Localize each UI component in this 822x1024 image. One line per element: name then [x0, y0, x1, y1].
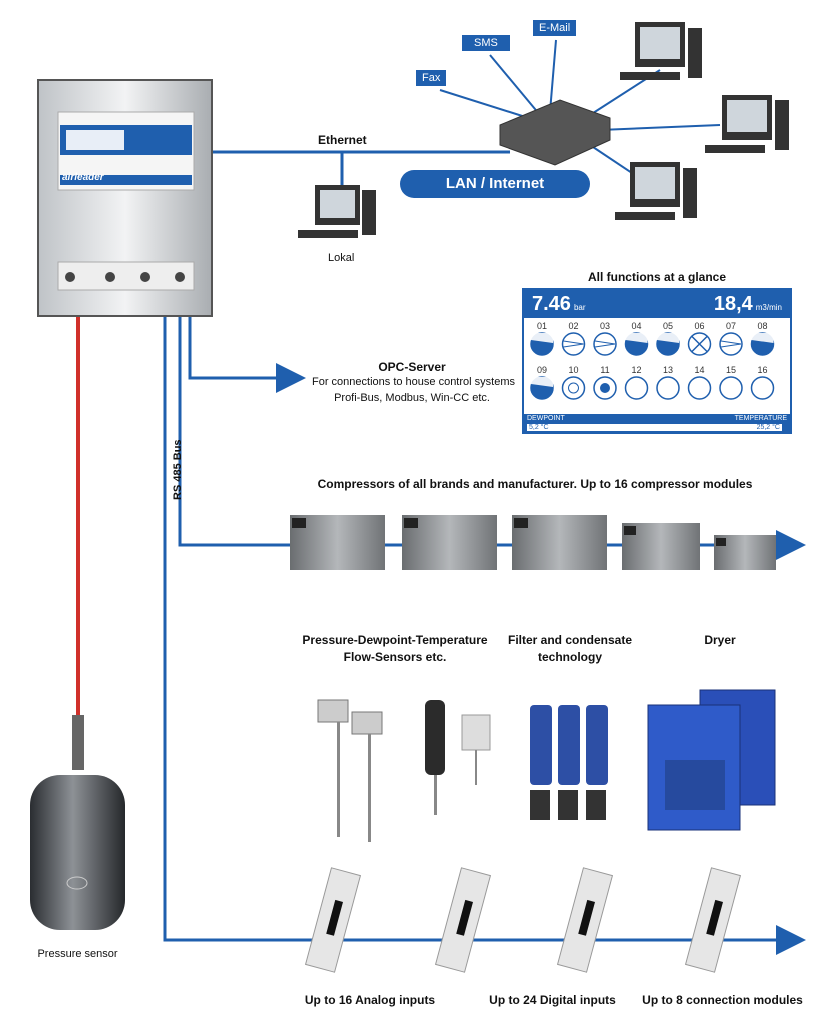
module-number: 14: [694, 365, 704, 375]
glance-title: All functions at a glance: [587, 270, 727, 284]
module-07: 07: [719, 321, 743, 356]
module-15: 15: [719, 365, 743, 400]
module-08: 08: [750, 321, 775, 356]
module-02: 02: [561, 321, 586, 356]
module-number: 13: [663, 365, 673, 375]
module-number: 05: [663, 321, 673, 331]
module-16: 16: [750, 365, 775, 400]
module-number: 11: [600, 365, 609, 375]
dryer: [647, 689, 776, 831]
module-number: 02: [568, 321, 578, 331]
rs485-label: RS 485 Bus: [172, 439, 184, 500]
analog-inputs-label: Up to 16 Analog inputs: [304, 993, 436, 1007]
module-number: 08: [757, 321, 767, 331]
filter-line2: technology: [537, 650, 602, 664]
sensors-line1: Pressure-Dewpoint-Temperature: [302, 633, 488, 647]
module-10: 10: [561, 365, 586, 400]
module-status-icon: [656, 376, 680, 400]
module-status-icon: [750, 376, 775, 400]
sms-tag: SMS: [462, 35, 510, 51]
temperature-value: 25,2 °C: [756, 424, 780, 431]
module-06: 06: [687, 321, 712, 356]
pressure-tank: [30, 715, 125, 930]
module-status-icon: [719, 332, 743, 356]
module-13: 13: [656, 365, 680, 400]
fax-tag: Fax: [416, 70, 447, 86]
lan-internet-label: LAN / Internet: [400, 170, 590, 198]
pressure-value: 7.46: [532, 293, 571, 315]
controller-logo: airleader: [62, 172, 104, 183]
filters: [530, 705, 608, 820]
module-status-icon: [593, 332, 617, 356]
module-status-icon: [687, 376, 712, 400]
module-number: 03: [600, 321, 610, 331]
pressure-sensor-label: Pressure sensor: [37, 948, 118, 960]
sensors-line2: Flow-Sensors etc.: [343, 650, 447, 664]
temperature-label: TEMPERATURE: [734, 415, 787, 422]
dewpoint-value: 5,2 °C: [529, 424, 549, 431]
connection-modules-label: Up to 8 connection modules: [642, 993, 803, 1007]
flow-value: 18,4: [713, 293, 753, 315]
airleader-controller: [37, 79, 213, 317]
dryer-label: Dryer: [704, 633, 736, 647]
computer: [298, 22, 789, 238]
module-05: 05: [656, 321, 680, 356]
module-number: 16: [757, 365, 767, 375]
module-number: 01: [537, 321, 547, 331]
module-status-icon: [624, 376, 649, 400]
module-11: 11: [593, 365, 617, 400]
opc-title: OPC-Server: [378, 360, 446, 374]
opc-line2: Profi-Bus, Modbus, Win-CC etc.: [334, 392, 490, 404]
flow-unit: m3/min: [755, 303, 782, 312]
compressor-row: [290, 515, 776, 570]
dewpoint-label: DEWPOINT: [527, 415, 565, 422]
module-number: 10: [568, 365, 578, 375]
module-number: 09: [537, 365, 547, 375]
opc-line1: For connections to house control systems: [312, 376, 515, 388]
local-label: Lokal: [328, 252, 355, 264]
module-number: 06: [694, 321, 704, 331]
module-number: 04: [631, 321, 641, 331]
module-status-icon: [719, 376, 743, 400]
module-09: 09: [530, 365, 554, 400]
module-status-icon: [561, 332, 586, 356]
module-14: 14: [687, 365, 712, 400]
digital-inputs-label: Up to 24 Digital inputs: [489, 993, 616, 1007]
ethernet-label: Ethernet: [318, 133, 367, 147]
email-tag: E-Mail: [533, 20, 577, 36]
io-modules: [304, 867, 742, 973]
filter-line1: Filter and condensate: [507, 633, 633, 647]
compressors-title: Compressors of all brands and manufactur…: [317, 477, 753, 491]
sensors: [317, 699, 491, 842]
module-number: 15: [726, 365, 736, 375]
module-03: 03: [593, 321, 617, 356]
module-12: 12: [624, 365, 649, 400]
pressure-unit: bar: [573, 303, 586, 312]
module-number: 07: [726, 321, 736, 331]
compressor-status-grid: 01 02 03 04 05 06 07 08 09 10 11 12 13 14 15 16: [530, 321, 775, 400]
module-number: 12: [631, 365, 641, 375]
module-01: 01: [530, 321, 554, 356]
module-status-icon: [561, 376, 586, 400]
network-switch: [499, 99, 611, 166]
module-04: 04: [624, 321, 649, 356]
